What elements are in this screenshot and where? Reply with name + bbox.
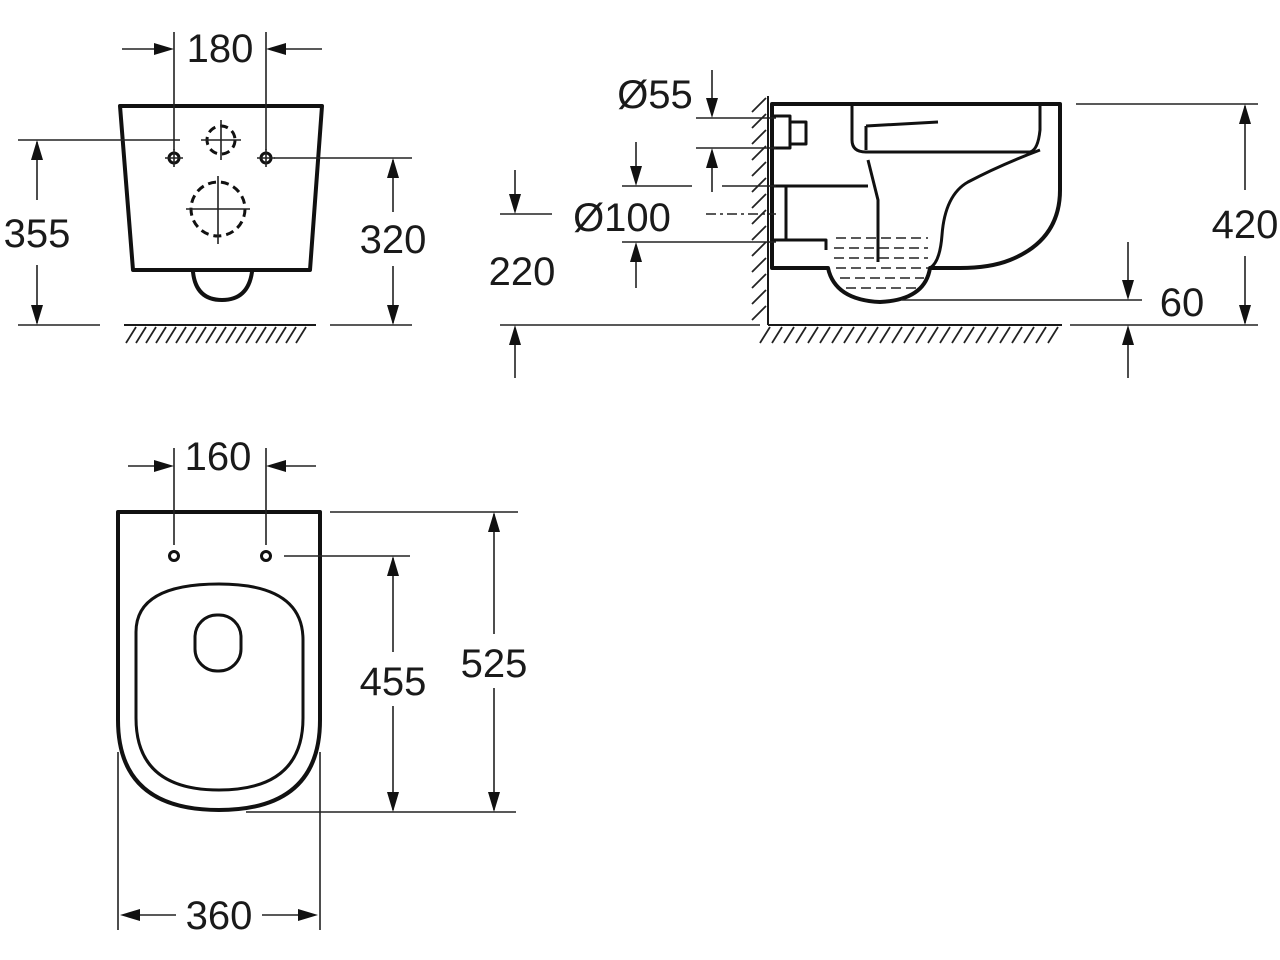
water-surface-lines (834, 237, 928, 289)
wall-hatch (751, 96, 769, 325)
side-bowl-inner (866, 148, 1041, 270)
front-drain-bulge (191, 270, 254, 302)
side-view: Ø55 Ø100 220 420 60 (489, 70, 1279, 378)
top-body-outline (116, 510, 322, 812)
side-body-outline (770, 102, 1062, 304)
mounting-hole-left (165, 149, 183, 167)
front-body-outline (118, 104, 324, 272)
top-bowl-rim (134, 582, 305, 792)
front-floor-hatch (124, 324, 316, 344)
side-inlet-connector (772, 114, 808, 150)
dim-60-label: 60 (1160, 281, 1205, 325)
side-outlet-pipe (772, 184, 868, 250)
dim-360-label: 360 (186, 894, 253, 938)
dim-420-label: 420 (1212, 203, 1279, 247)
dim-160-label: 160 (185, 435, 252, 479)
dim-525-label: 525 (461, 642, 528, 686)
dim-outlet-diameter-label: Ø100 (573, 196, 671, 240)
dim-455-label: 455 (360, 660, 427, 704)
side-floor-hatch (759, 324, 1062, 344)
side-flush-channel (864, 120, 939, 150)
dim-320-label: 320 (360, 218, 427, 262)
dim-355-label: 355 (4, 212, 71, 256)
side-rim-inner (850, 106, 1042, 154)
dim-180-label: 180 (187, 27, 254, 71)
top-drain-opening (193, 613, 243, 673)
front-view: 180 355 320 (4, 27, 427, 344)
mounting-hole-right (257, 149, 275, 167)
inlet-hole-symbol (201, 120, 241, 160)
seat-hole-right (260, 550, 272, 562)
outlet-hole-symbol (186, 176, 250, 244)
seat-hole-left (168, 550, 180, 562)
top-view: 160 360 455 525 (116, 435, 528, 938)
dim-inlet-diameter-label: Ø55 (617, 73, 693, 117)
dim-220-label: 220 (489, 250, 556, 294)
